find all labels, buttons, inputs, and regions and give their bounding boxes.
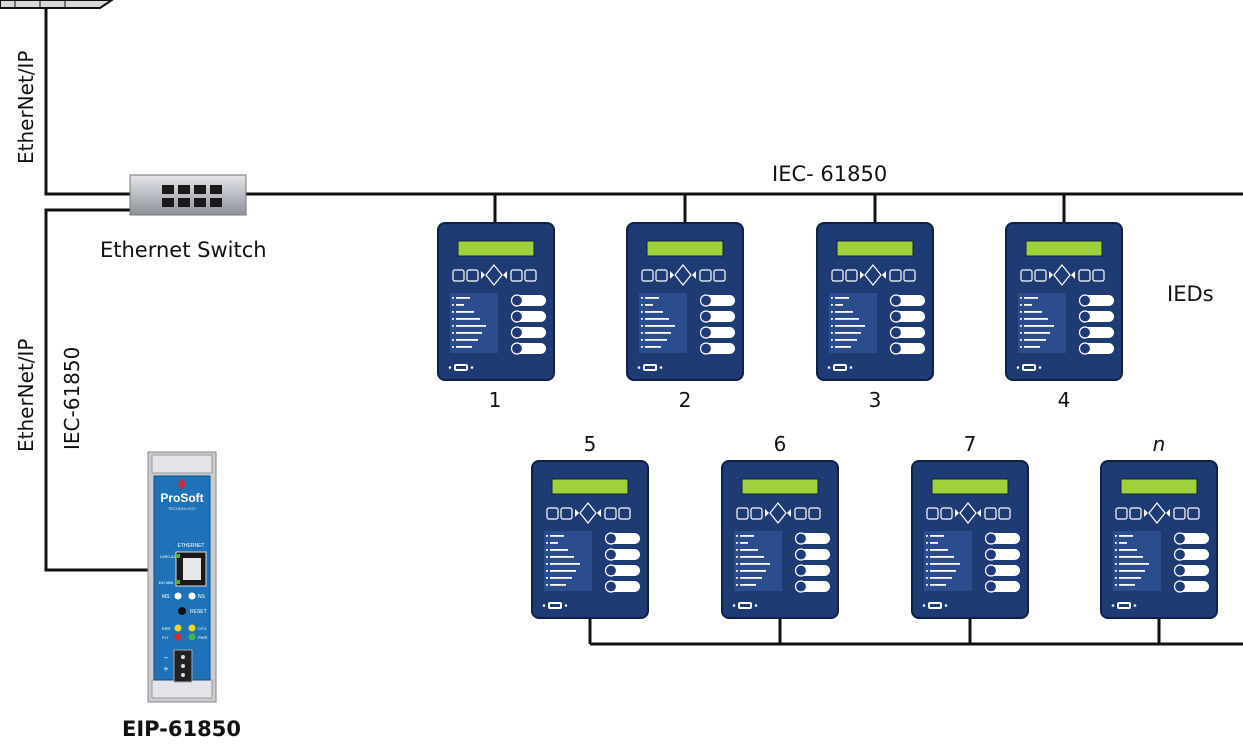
ied-device-7 (911, 460, 1029, 619)
ied-label-1: 1 (488, 388, 502, 412)
ied-device-5 (531, 460, 649, 619)
ied-label-4: 4 (1057, 388, 1071, 412)
module-ms-label: MS (162, 594, 170, 600)
ethernet-ip-top-label: EtherNet/IP (14, 50, 38, 165)
module-flt-label: FLT (162, 635, 169, 640)
ied-label-3: 3 (868, 388, 882, 412)
module-ns-label: NS (198, 594, 206, 600)
switch-port (194, 198, 206, 207)
svg-text:−: − (163, 654, 169, 662)
ied-label-n: n (1152, 432, 1166, 456)
module-link-label: LINK/ ACT (160, 554, 179, 559)
controller-corner (0, 0, 114, 9)
ied-label-2: 2 (678, 388, 692, 412)
module-brand: ProSoft (160, 491, 203, 505)
ied-device-3 (816, 222, 934, 381)
iec-61850-side-label: IEC-61850 (60, 346, 84, 450)
ied-label-5: 5 (583, 432, 597, 456)
ied-label-6: 6 (773, 432, 787, 456)
module-speed-label: 100 Mbit (158, 580, 174, 585)
module-cfg-label: CFG (198, 626, 206, 631)
ethernet-ip-uplink-line (44, 0, 150, 196)
module-pwr-label: PWR (198, 635, 207, 640)
ied-device-1 (437, 222, 555, 381)
module-err-label: ERR (162, 626, 171, 631)
iec-61850-bus-label: IEC- 61850 (772, 162, 888, 186)
switch-port (210, 198, 222, 207)
switch-port (194, 185, 206, 194)
module-name-label: EIP-61850 (122, 717, 241, 741)
switch-port (162, 198, 174, 207)
ied-device-4 (1005, 222, 1123, 381)
ethernet-switch (129, 174, 247, 216)
ied-device-n (1100, 460, 1218, 619)
switch-port (178, 185, 190, 194)
ethernet-switch-label: Ethernet Switch (100, 238, 267, 262)
module-port-label: ETHERNET (178, 543, 205, 549)
switch-port (178, 198, 190, 207)
ieds-label: IEDs (1167, 282, 1214, 306)
module-downlink-line (44, 208, 150, 572)
ethernet-ip-side-label: EtherNet/IP (14, 338, 38, 453)
ied-label-7: 7 (963, 432, 977, 456)
ied-devices (437, 222, 1218, 619)
module-brand-sub: TECHNOLOGY (168, 506, 196, 511)
switch-port (210, 185, 222, 194)
module-reset-label: RESET (190, 609, 207, 615)
ied-device-2 (626, 222, 744, 381)
svg-text:+: + (163, 665, 169, 673)
switch-port (162, 185, 174, 194)
eip-61850-module: ProSoft TECHNOLOGY ETHERNET LINK/ ACT 10… (147, 451, 217, 703)
ied-device-6 (721, 460, 839, 619)
